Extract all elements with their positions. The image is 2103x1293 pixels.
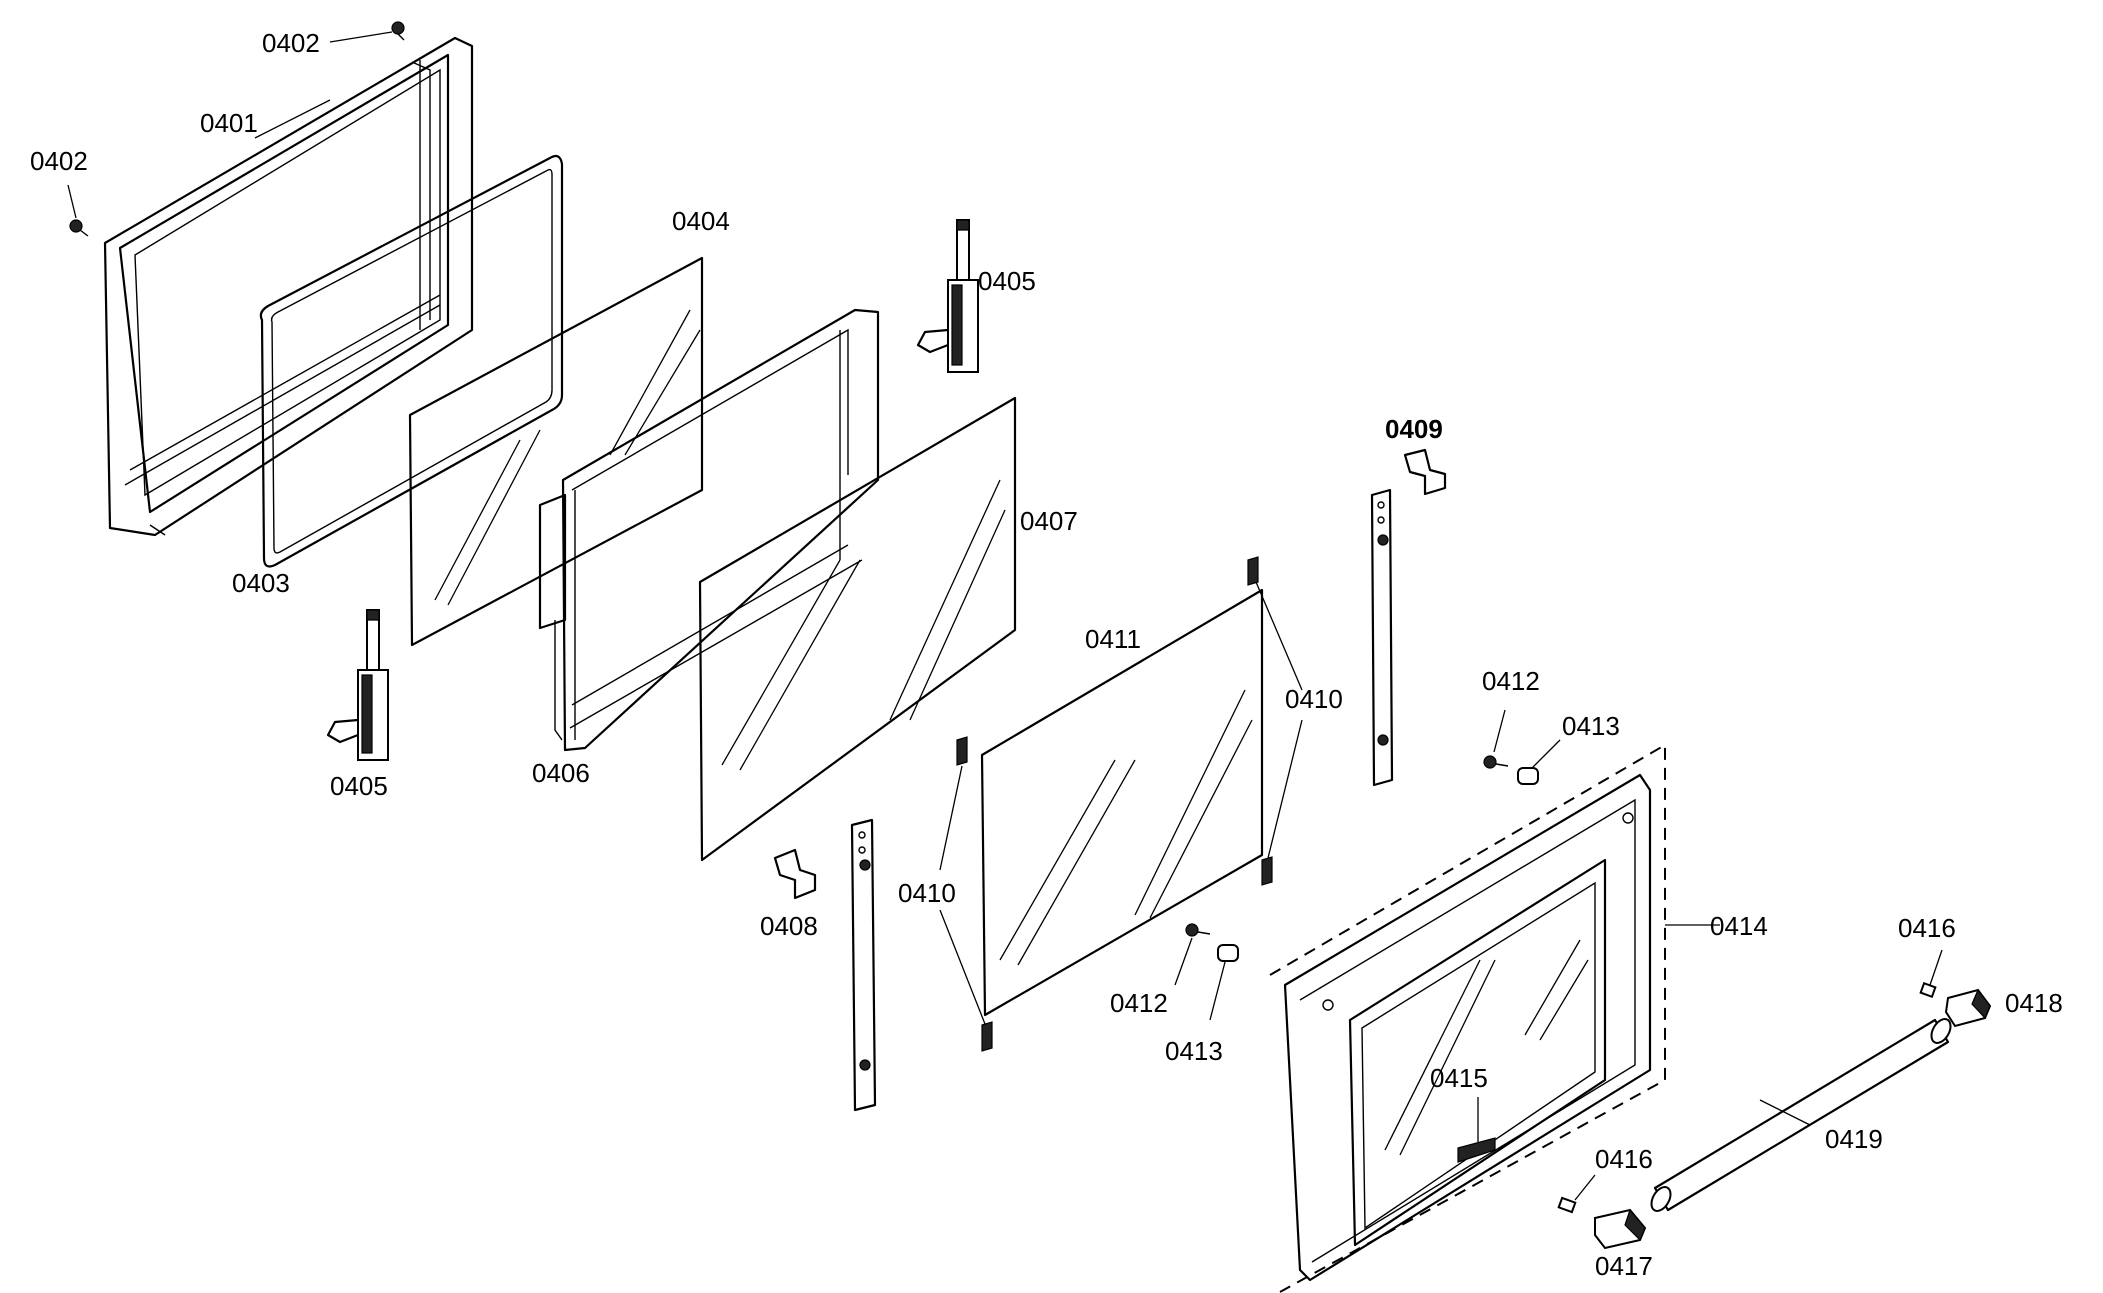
part-0407-glass-pane (698, 396, 1017, 862)
part-0410-clip-top-right (1247, 556, 1259, 586)
label-0407: 0407 (1020, 506, 1078, 536)
part-0412-screw-right (1483, 755, 1509, 769)
label-0410-right: 0410 (1285, 684, 1343, 714)
part-0418-handle-end-cap (1944, 988, 1992, 1028)
label-0413-right: 0413 (1562, 711, 1620, 741)
label-0412-right: 0412 (1482, 666, 1540, 696)
part-0414-outer-door-assembly (1269, 743, 1666, 1293)
part-0410-clip-bottom-right (1261, 856, 1273, 886)
part-0411-glass-pane (980, 588, 1264, 1017)
part-labels: 0402 0401 0402 0404 0405 0409 0407 0403 … (30, 28, 2063, 1281)
part-0410-clip-bottom-left (981, 1021, 993, 1052)
label-0416-right: 0416 (1898, 913, 1956, 943)
leader-lines (67, 31, 1943, 1201)
part-0416-pin-bottom (1557, 1196, 1577, 1214)
label-0418: 0418 (2005, 988, 2063, 1018)
part-0413-cap-right (1517, 767, 1539, 785)
label-0412-mid: 0412 (1110, 988, 1168, 1018)
part-0401-inner-door-frame (103, 36, 474, 537)
label-0413-mid: 0413 (1165, 1036, 1223, 1066)
label-0402-top: 0402 (262, 28, 320, 58)
label-0409: 0409 (1385, 414, 1443, 444)
part-0410-clip-top-left (956, 736, 968, 766)
part-0417-handle-end-cap (1594, 1208, 1647, 1250)
label-0414: 0414 (1710, 911, 1768, 941)
label-0401: 0401 (200, 108, 258, 138)
part-0405-hinge-bottom (326, 609, 389, 761)
part-0404-glass-pane (408, 256, 704, 647)
label-0403: 0403 (232, 568, 290, 598)
part-0403-door-gasket (259, 154, 564, 568)
part-0402-screw-left (69, 219, 89, 237)
part-0416-pin-right (1919, 981, 1937, 999)
label-0416-bottom: 0416 (1595, 1144, 1653, 1174)
label-0406: 0406 (532, 758, 590, 788)
label-0419: 0419 (1825, 1124, 1883, 1154)
part-0405-hinge-top (916, 219, 979, 373)
label-0402-left: 0402 (30, 146, 88, 176)
label-0417: 0417 (1595, 1251, 1653, 1281)
part-0419-handle-tube (1650, 1018, 1952, 1212)
label-0411: 0411 (1085, 624, 1141, 654)
part-0408-bracket (773, 848, 817, 900)
label-0410-left: 0410 (898, 878, 956, 908)
part-0415-badge (1457, 1137, 1496, 1163)
part-0406-glass-holder-frame (538, 308, 880, 752)
part-0413-cap-mid (1217, 944, 1239, 962)
label-0408: 0408 (760, 911, 818, 941)
part-side-rail-right (1370, 488, 1394, 787)
part-0412-screw-mid (1185, 923, 1211, 937)
label-0415: 0415 (1430, 1063, 1488, 1093)
part-side-rail-left (850, 818, 877, 1112)
label-0404: 0404 (672, 206, 730, 236)
part-0402-screw-top (391, 21, 405, 41)
label-0405-bottom: 0405 (330, 771, 388, 801)
label-0405-top: 0405 (978, 266, 1036, 296)
part-0409-bracket (1403, 448, 1447, 496)
